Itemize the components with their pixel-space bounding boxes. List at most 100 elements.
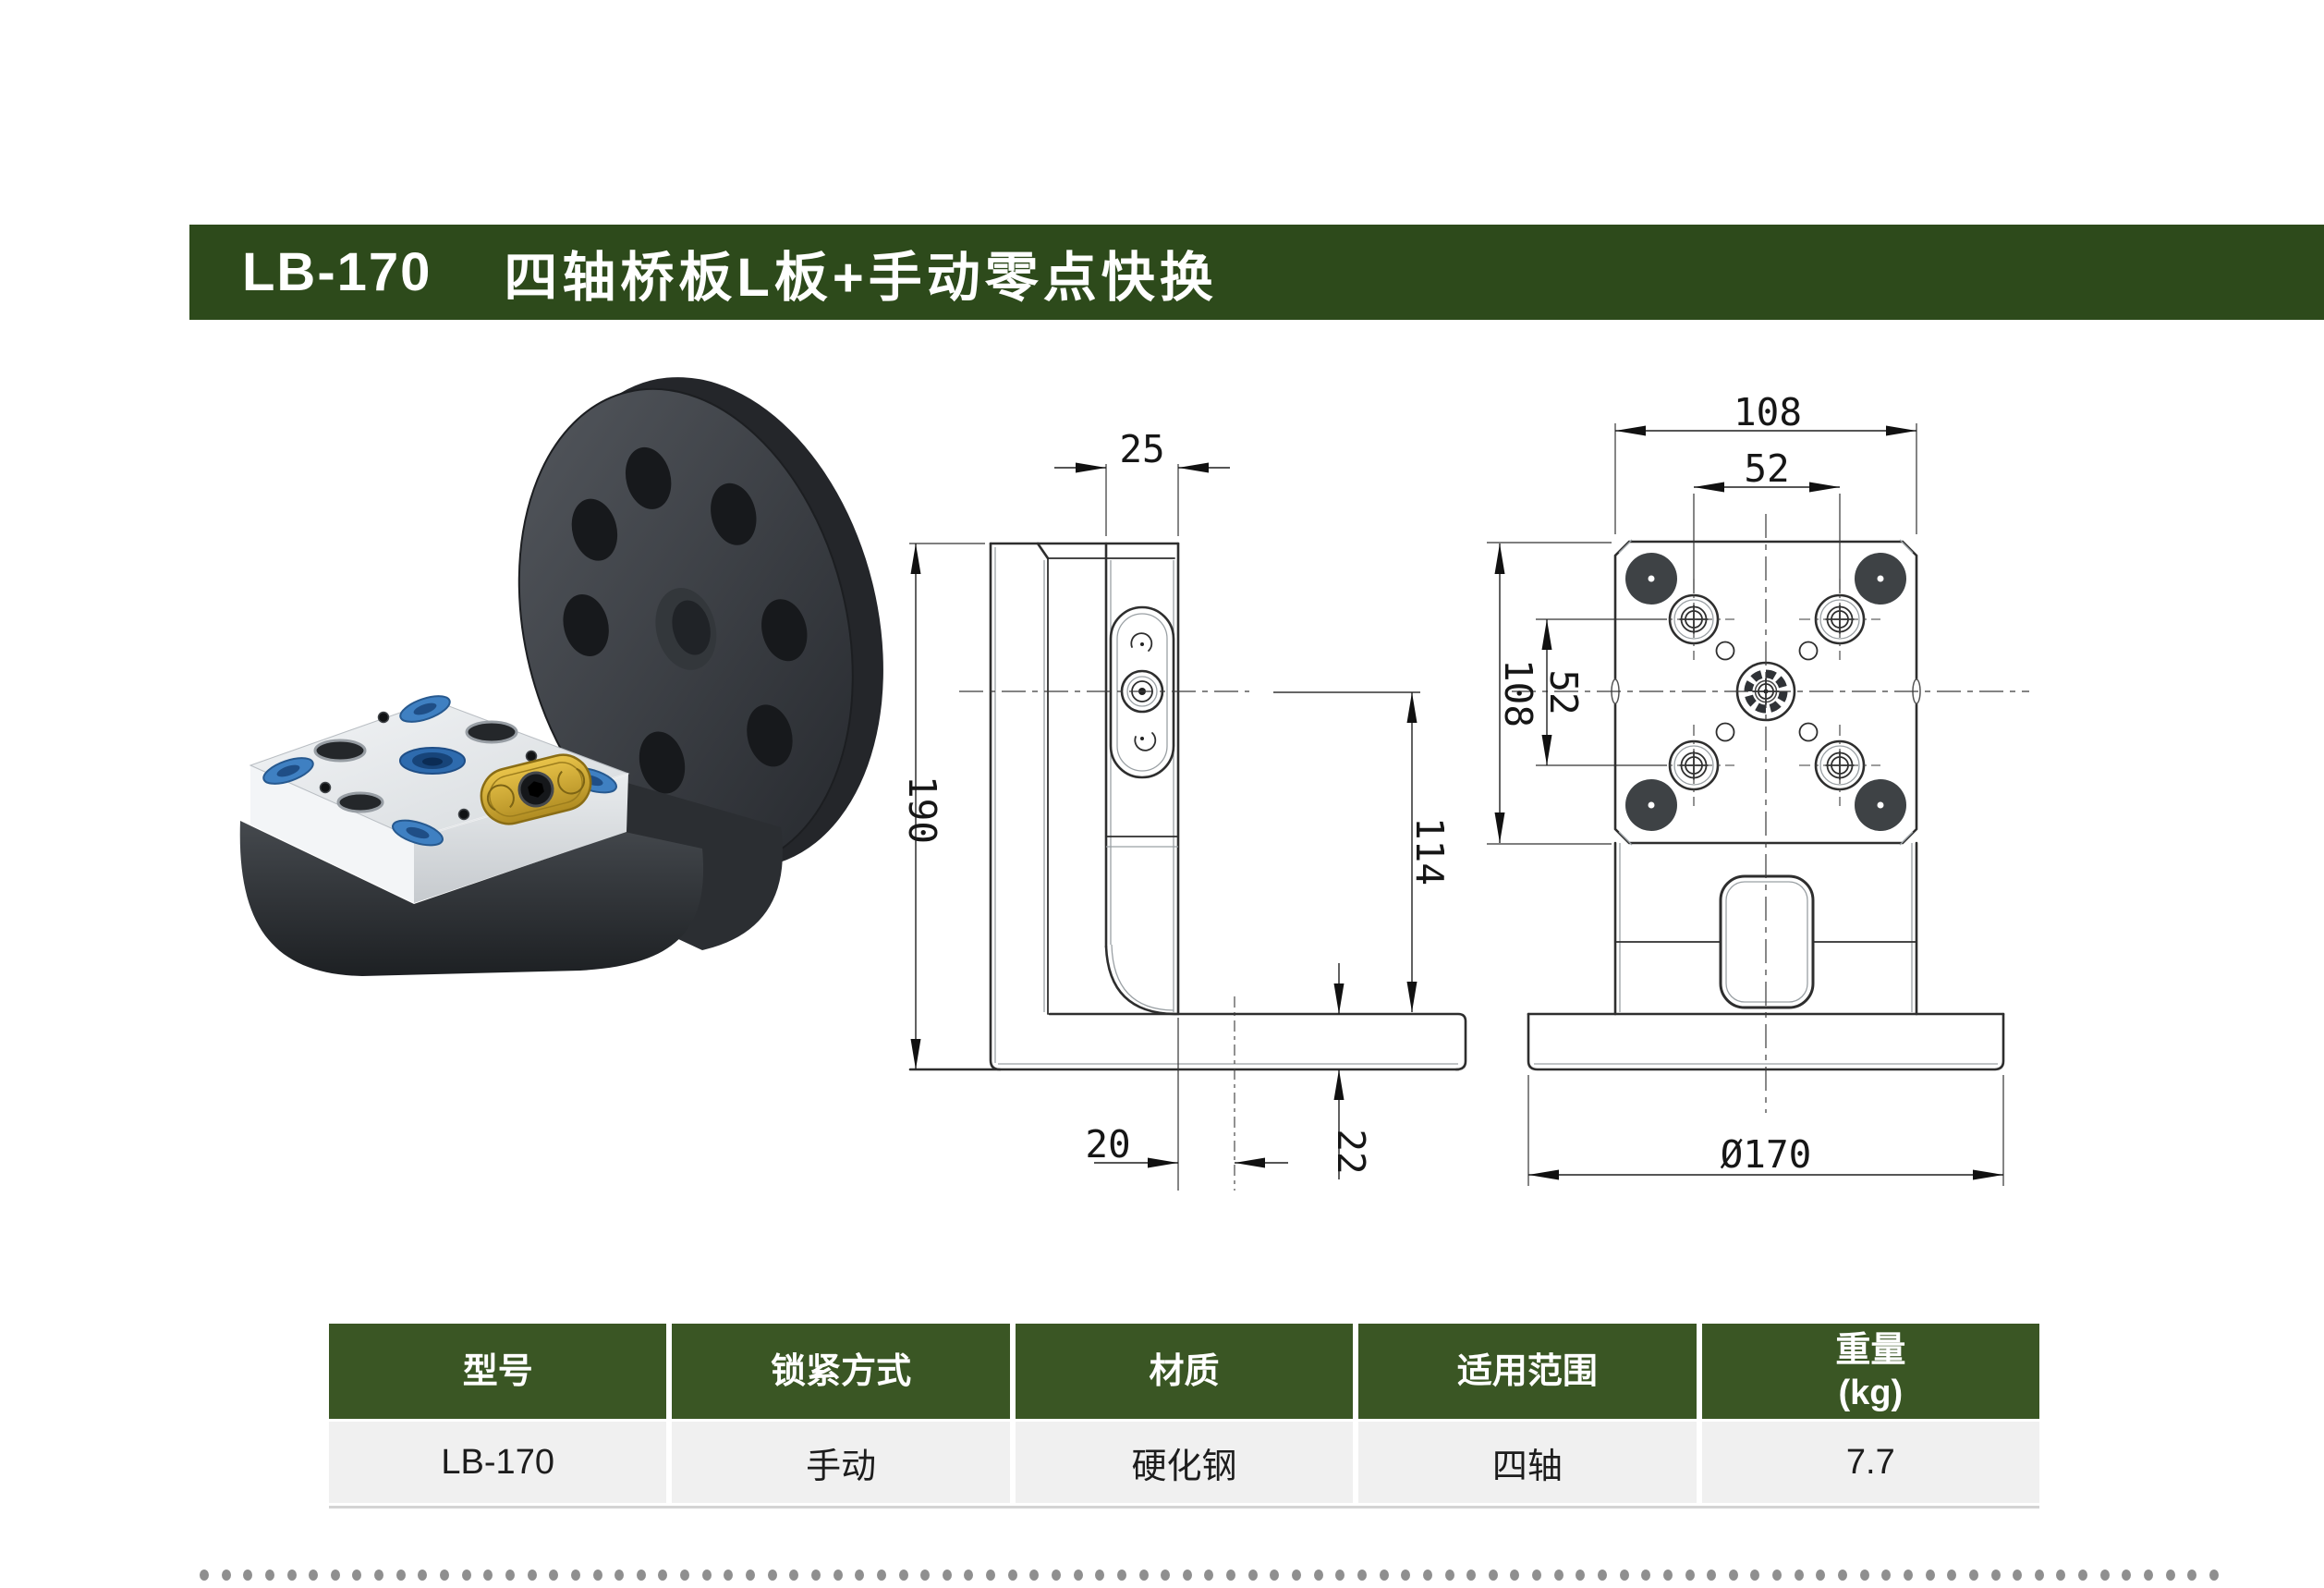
dot [1576,1570,1586,1581]
dot [1510,1570,1520,1581]
dot [505,1570,515,1581]
col-header-locking: 锁紧方式 [672,1324,1010,1419]
corner-plugs [1625,553,1906,831]
front-view: 108 52 108 52 Ø170 [1487,390,2029,1186]
dot [1859,1570,1869,1581]
dot [1532,1570,1542,1581]
dot [352,1570,362,1581]
side-view: 25 190 114 20 22 [900,427,1467,1191]
blue-insert [399,695,451,723]
dot [2078,1570,2088,1581]
dot [200,1570,209,1581]
dot [1466,1570,1477,1581]
dot [1619,1570,1629,1581]
dot [2013,1570,2023,1581]
dot [920,1570,931,1581]
dot [746,1570,756,1581]
blue-insert [392,819,444,847]
dot [1051,1570,1061,1581]
dot [461,1570,471,1581]
cell-range: 四轴 [1358,1422,1697,1503]
dot [636,1570,646,1581]
dot [549,1570,559,1581]
dot [243,1570,253,1581]
spec-table: 型号 锁紧方式 材质 适用范围 重量 (kg) LB-170 手动 硬化钢 四轴… [329,1324,2040,1509]
dot [876,1570,886,1581]
dim-front-left-height: 108 [1487,542,1612,845]
dot [1728,1570,1738,1581]
dot [964,1570,974,1581]
table-bottom-rule [329,1506,2039,1509]
title-bar: LB-170 四轴桥板L板+手动零点快换 [189,225,2324,320]
dim-label-22: 22 [1329,1129,1373,1174]
base-body [239,821,704,976]
dot [1444,1570,1454,1581]
dot [1707,1570,1717,1581]
dot [2122,1570,2132,1581]
dim-front-left-spacing: 52 [1536,618,1667,766]
dot [1772,1570,1783,1581]
dot [1990,1570,2001,1581]
dot [1379,1570,1389,1581]
dot [1685,1570,1695,1581]
dim-side-center-height: 114 [1406,692,1452,1012]
dot [418,1570,428,1581]
dim-label-diameter: Ø170 [1721,1132,1812,1177]
dot [724,1570,734,1581]
dot [614,1570,625,1581]
page-title-text: 四轴桥板L板+手动零点快换 [504,247,1218,308]
dot [1292,1570,1302,1581]
cell-weight: 7.7 [1701,1422,2040,1503]
cell-locking: 手动 [672,1422,1010,1503]
dot [1182,1570,1192,1581]
dot [1422,1570,1432,1581]
dim-label-20: 20 [1085,1122,1130,1167]
cell-material: 硬化钢 [1015,1422,1354,1503]
dim-label-25: 25 [1119,427,1164,471]
dot [833,1570,843,1581]
clamp-bushings [1653,579,1880,806]
dot [986,1570,996,1581]
dot [789,1570,799,1581]
col-header-weight: 重量 (kg) [1701,1324,2040,1419]
page-title-model: LB-170 [242,242,432,302]
dim-label-52-left: 52 [1541,669,1586,715]
dim-side-base-thickness: 22 [1329,963,1373,1179]
dot [1095,1570,1105,1581]
blue-insert [262,757,314,785]
dot [1488,1570,1498,1581]
dot [1226,1570,1236,1581]
dot [264,1570,274,1581]
dot [1247,1570,1258,1581]
dot [592,1570,602,1581]
dot [1947,1570,1957,1581]
center-target [1735,661,1796,722]
dot [2208,1570,2219,1581]
dot [701,1570,712,1581]
dot [440,1570,450,1581]
dot [1204,1570,1214,1581]
dot [1553,1570,1564,1581]
dot [898,1570,908,1581]
dot [2187,1570,2197,1581]
dot [1029,1570,1040,1581]
dot [483,1570,493,1581]
dim-side-offset: 20 [1085,1122,1288,1168]
dot [1335,1570,1345,1581]
dot [1968,1570,1978,1581]
dot [1881,1570,1892,1581]
cell-model: LB-170 [329,1422,667,1503]
dot [810,1570,821,1581]
product-photo [185,333,924,980]
dim-side-top-width: 25 [1054,427,1230,536]
dot [855,1570,865,1581]
dim-front-base-diameter: Ø170 [1527,1075,2004,1186]
dot [2144,1570,2154,1581]
dim-label-52-top: 52 [1744,446,1789,491]
dim-label-108-left: 108 [1496,659,1540,727]
dot [1313,1570,1323,1581]
dot [1161,1570,1171,1581]
dot [1816,1570,1826,1581]
spec-table-header: 型号 锁紧方式 材质 适用范围 重量 (kg) [329,1324,2040,1419]
dot [330,1570,340,1581]
